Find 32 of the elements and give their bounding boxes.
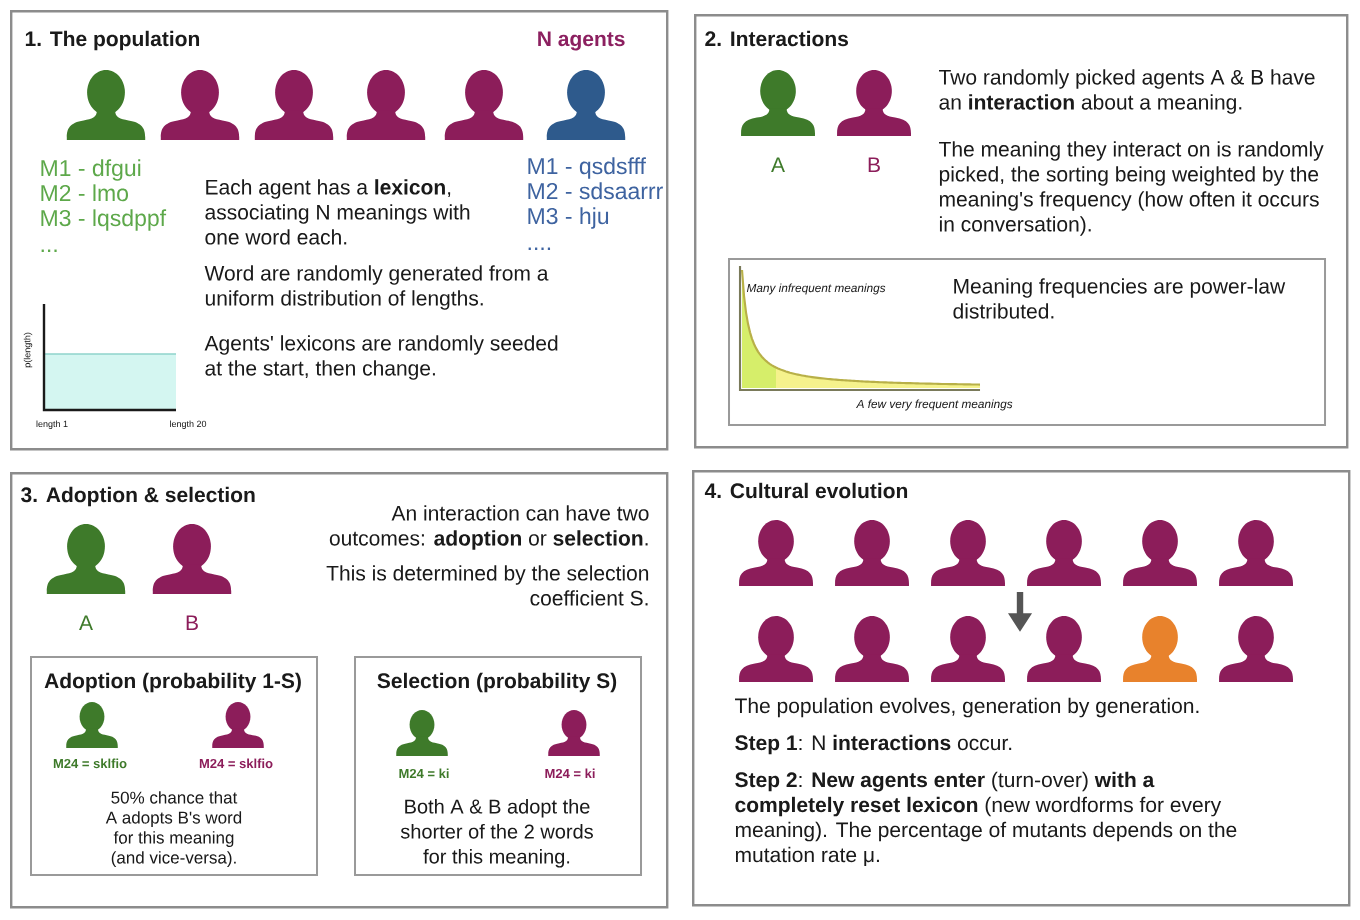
list-item: M2 - sdsaarrr: [528, 182, 663, 200]
heading: 4. Cultural evolution: [704, 482, 908, 499]
heading: Adoption (probability 1-S): [44, 672, 301, 693]
paragraph: Step 2: New agents enter (turn-over) with a completely reset lexicon (new wordforms for every meaning). The percentage of mutants depends on the mutation rate μ.: [735, 771, 1237, 867]
heading: 1. The population: [25, 30, 200, 51]
paragraph: Both A & B adopt the shorter of the 2 words for this meaning.: [400, 798, 593, 868]
list-item: M3 - hju: [528, 207, 609, 229]
list-item: ....: [528, 247, 551, 250]
heading: Selection (probability S): [377, 672, 617, 693]
paragraph: Step 1: N interactions occur.: [735, 734, 1012, 755]
list-item: M1 - dfgui: [41, 159, 141, 181]
list-item: M3 - lqsdppf: [41, 209, 167, 231]
heading: 2. Interactions: [705, 30, 848, 47]
agent-label: B: [868, 157, 880, 172]
paragraph: This is determined by the selection coefficient S.: [326, 565, 649, 606]
list-item: M2 - lmo: [41, 184, 128, 202]
paragraph: 50% chance that A adopts B's word for this meaning (and vice-versa).: [105, 791, 242, 867]
paragraph: Each agent has a lexicon, associating N meanings with one word each.: [205, 179, 470, 245]
heading: 3. Adoption & selection: [21, 486, 255, 507]
agent-label: A: [79, 615, 93, 630]
paragraph: Two randomly picked agents A & B have an interaction about a meaning.: [939, 69, 1315, 114]
paragraph: Agents' lexicons are randomly seeded at the start, then change.: [204, 335, 558, 380]
paragraph: Meaning frequencies are power-law distributed.: [953, 278, 1286, 319]
paragraph: The meaning they interact on is randomly picked, the sorting being weighted by the meaning's frequency (how often it occurs in conversation).: [939, 141, 1324, 236]
agent-label: B: [186, 615, 198, 630]
agent-label: A: [771, 157, 785, 172]
heading: N agents: [538, 31, 625, 51]
paragraph: An interaction can have two outcomes: adoption or selection.: [329, 505, 649, 550]
paragraph: The population evolves, generation by generation.: [735, 697, 1199, 718]
list-item: M1 - qsdsfff: [528, 157, 646, 179]
paragraph: Word are randomly generated from a uniform distribution of lengths.: [204, 265, 549, 310]
list-item: ...: [41, 249, 57, 252]
